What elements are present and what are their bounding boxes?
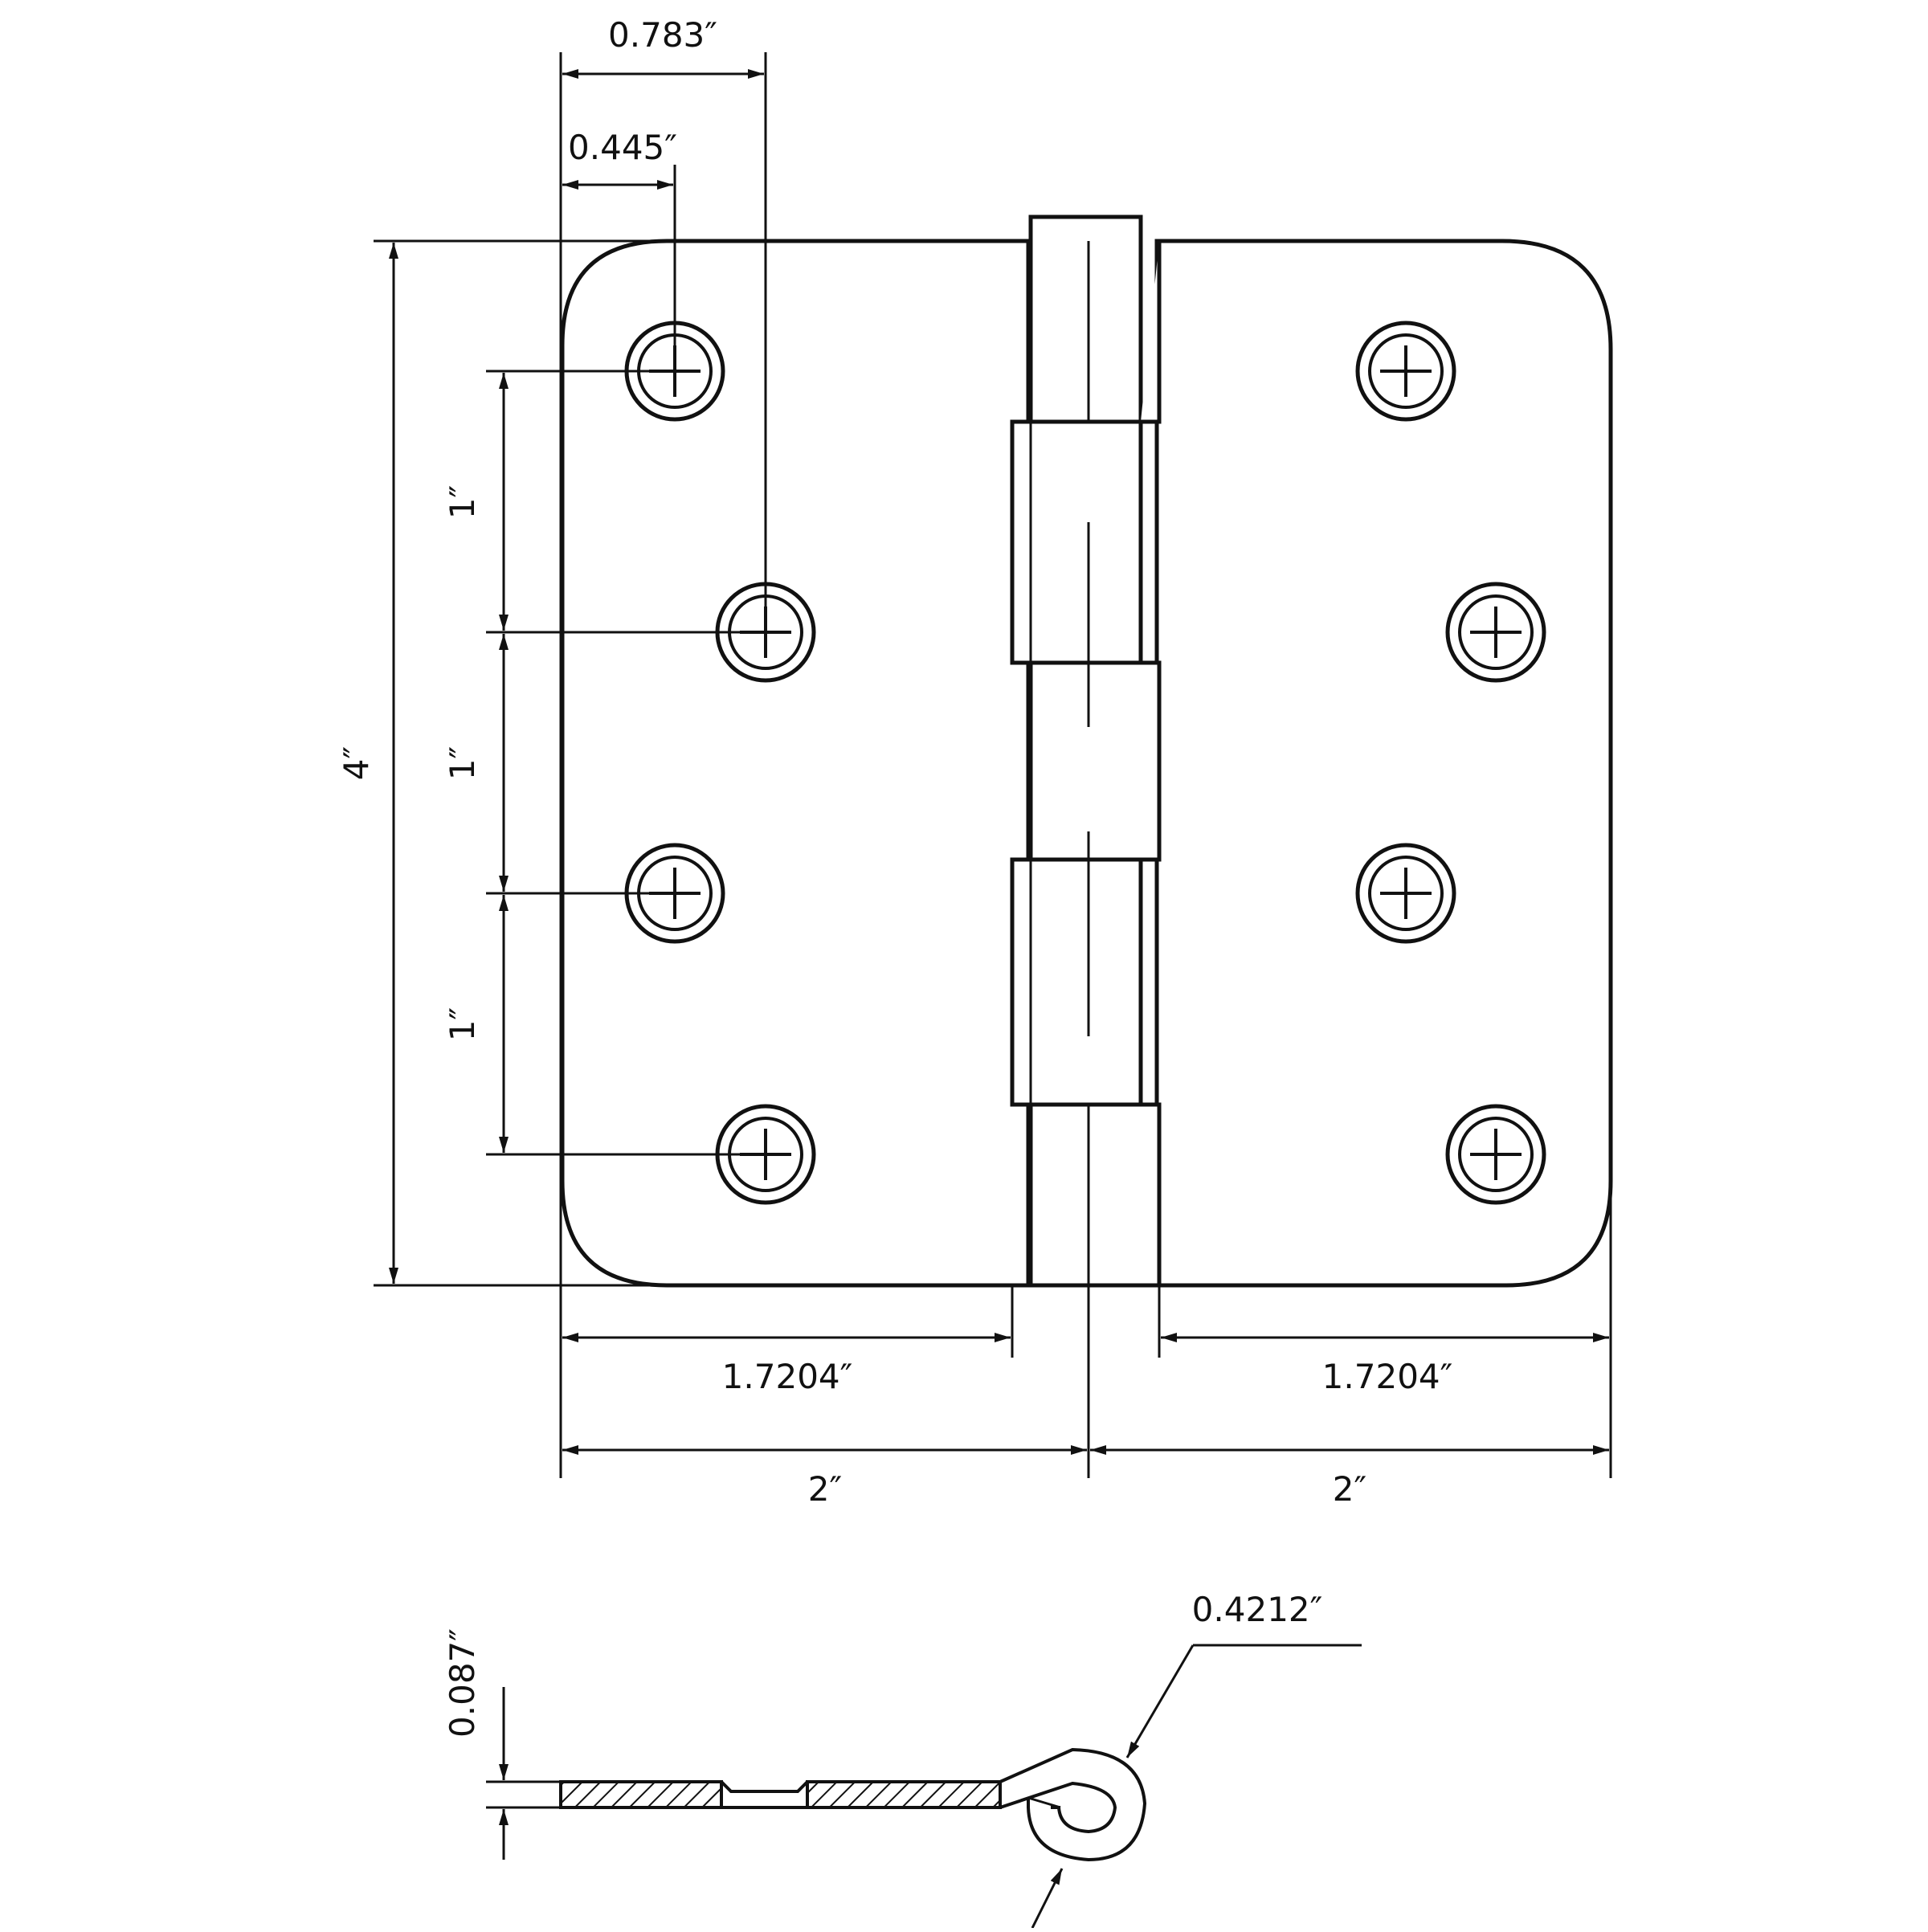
dim-label-thickness: 0.087″ — [443, 1628, 482, 1738]
dim-label-height: 4″ — [337, 746, 376, 780]
section-view — [559, 1747, 1147, 1862]
hinge-barrel — [1010, 214, 1162, 1288]
screw-hole-right-2 — [1445, 582, 1546, 683]
dim-label-0783: 0.783″ — [608, 15, 717, 55]
left-leaf-outline — [560, 239, 1031, 1288]
dim-leaf-width — [562, 1181, 1612, 1478]
dim-overall-height — [374, 239, 1028, 1287]
dim-thickness — [486, 1687, 561, 1860]
dim-label-spacing-2: 1″ — [443, 746, 482, 780]
dim-label-leaf-left: 1.7204″ — [722, 1357, 853, 1396]
dim-hole-offset — [559, 52, 767, 1478]
dim-label-half-right: 2″ — [1333, 1469, 1366, 1509]
dim-knuckle-diameter — [1031, 1644, 1362, 1929]
screw-hole-right-1 — [1355, 321, 1456, 422]
dim-label-half-left: 2″ — [808, 1469, 842, 1509]
dim-label-knuckle: 0.4212″ — [1192, 1590, 1323, 1629]
screw-hole-right-4 — [1445, 1104, 1546, 1205]
screw-hole-right-3 — [1355, 843, 1456, 944]
dim-label-spacing-1: 1″ — [443, 485, 482, 519]
dim-label-leaf-right: 1.7204″ — [1322, 1357, 1453, 1396]
dim-hole-spacing — [486, 370, 766, 1156]
dim-label-spacing-3: 1″ — [443, 1007, 482, 1041]
dim-label-0445: 0.445″ — [568, 128, 677, 167]
